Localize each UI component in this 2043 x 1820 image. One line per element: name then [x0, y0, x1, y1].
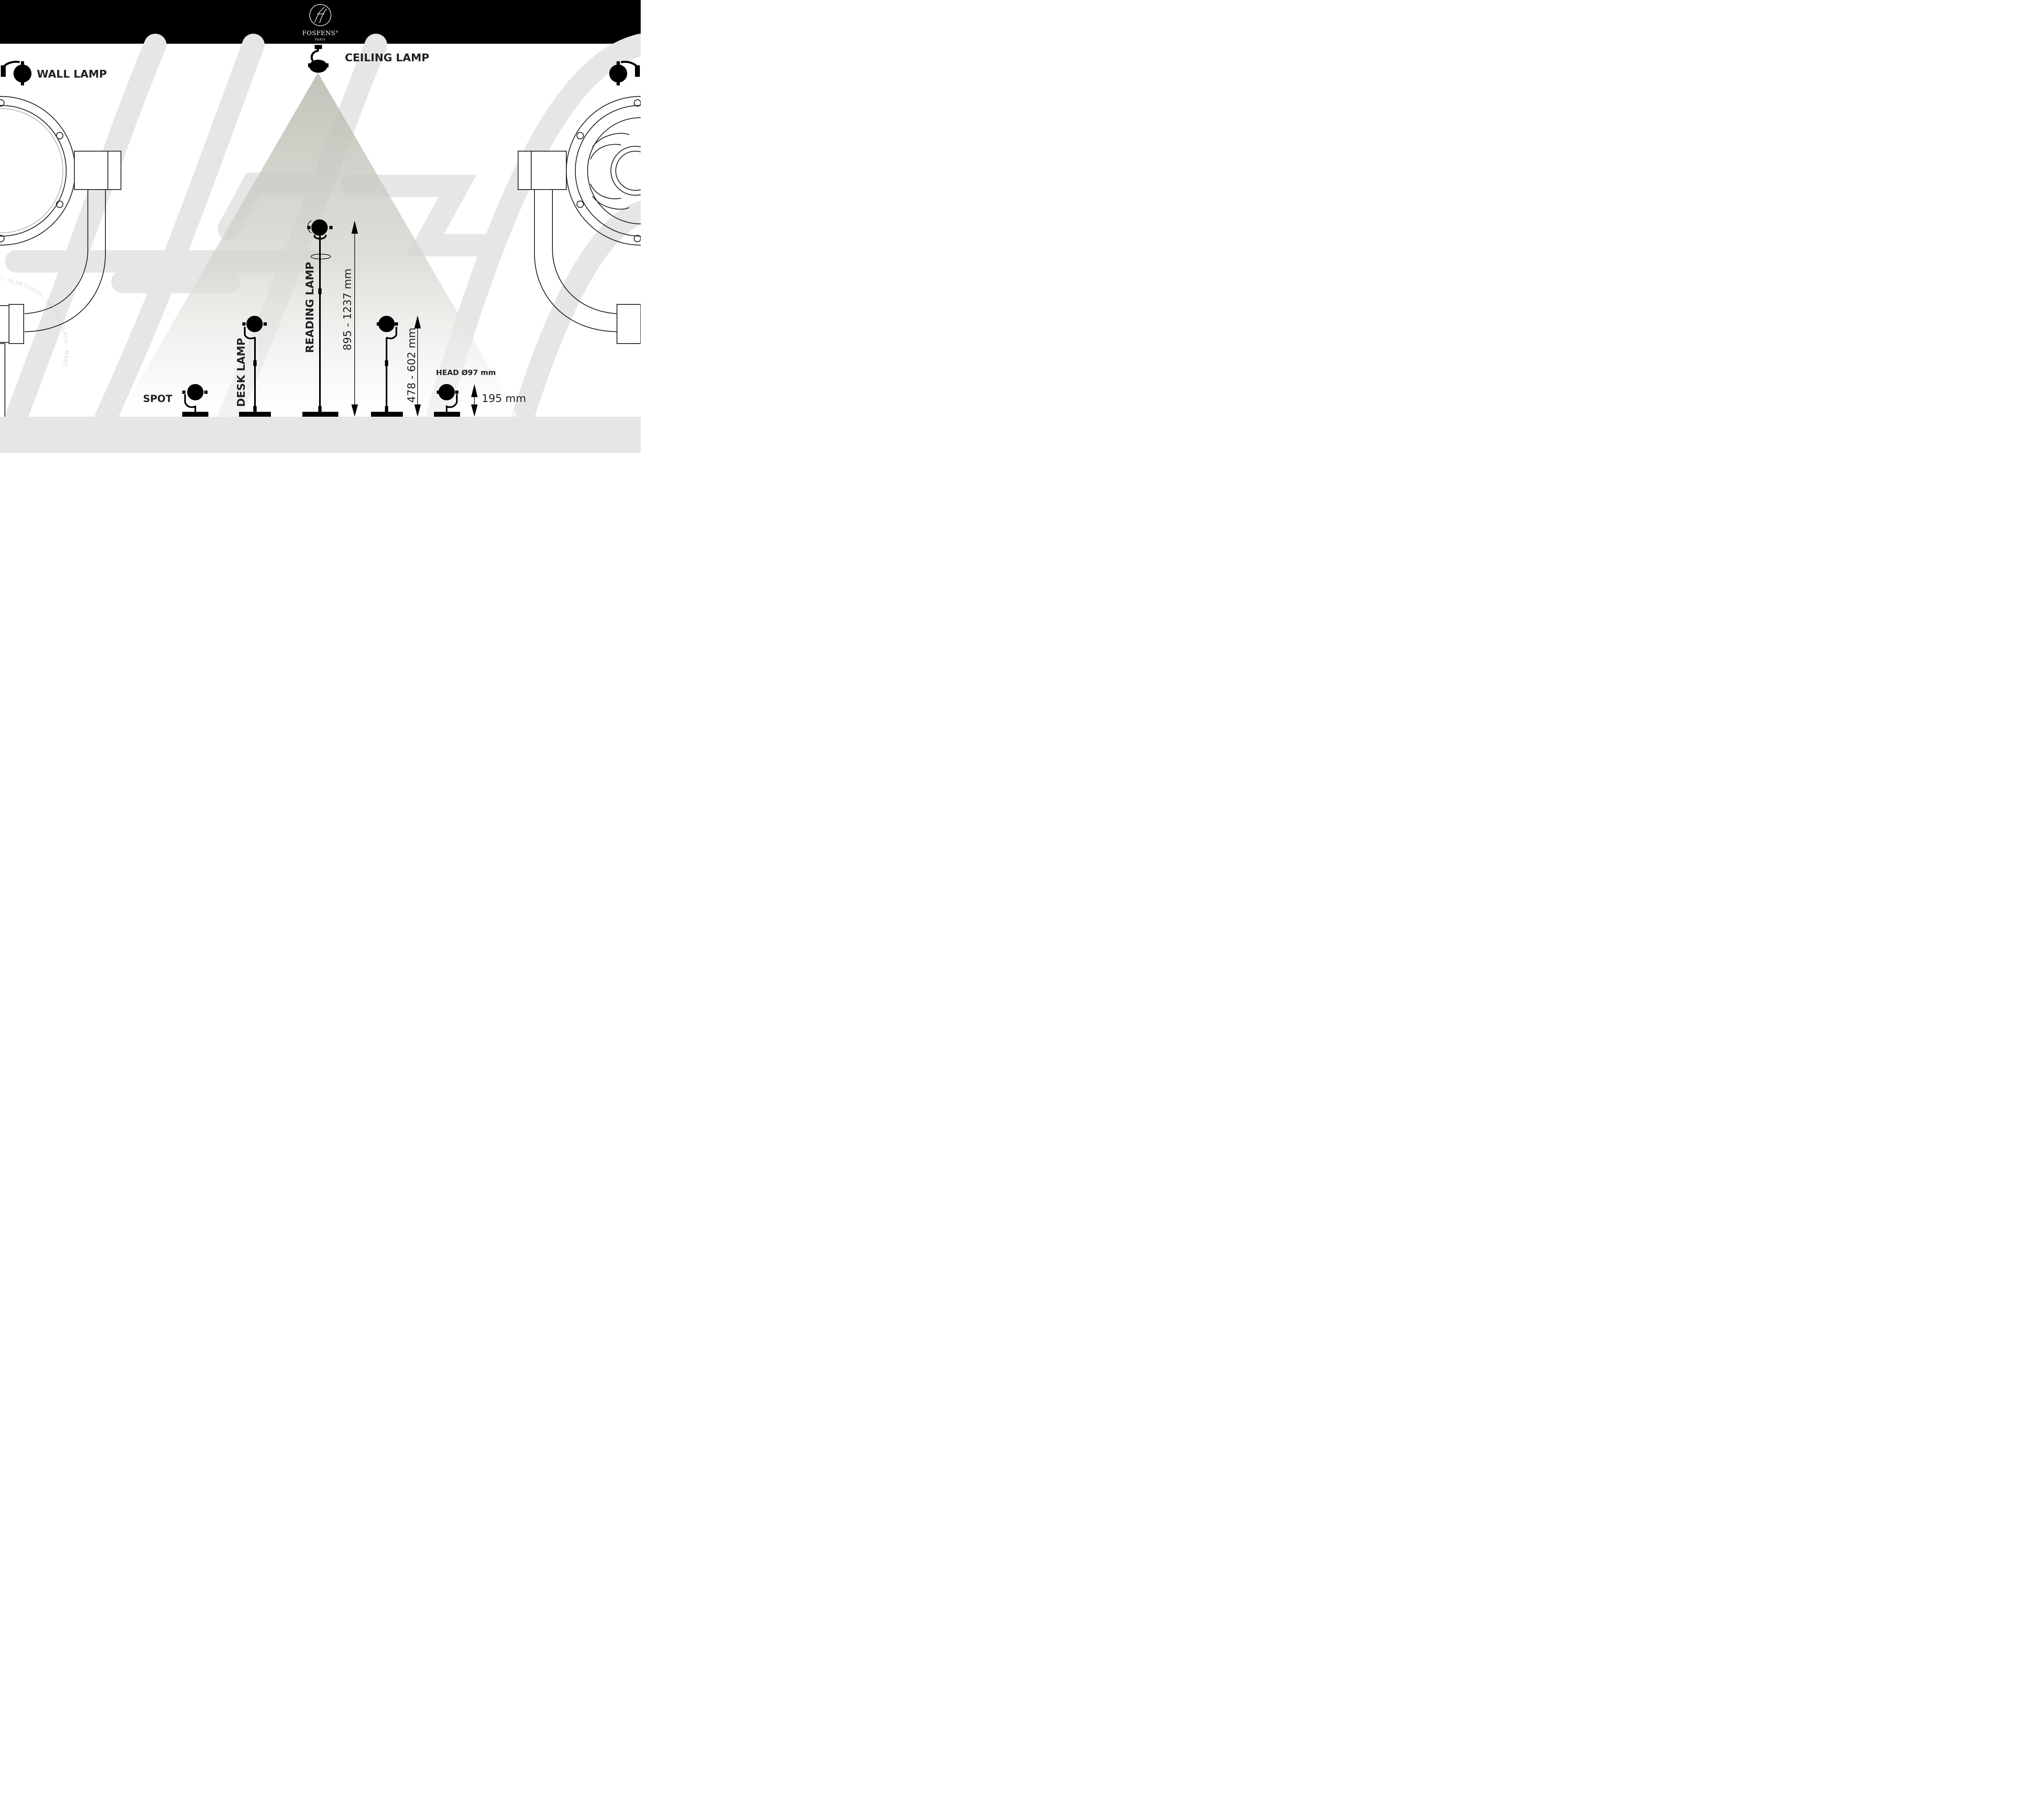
reading-height-dimension: 895 - 1237 mm [342, 268, 354, 351]
reading-lamp-icon [302, 219, 338, 417]
ceiling-lamp-label: CEILING LAMP [345, 52, 429, 64]
wall-lamp-icon-right [609, 60, 640, 85]
spot-label: SPOT [143, 393, 172, 404]
spot-lamp-icon [182, 384, 208, 417]
dimension-arrow-spot [471, 384, 478, 417]
diagram-graphics: FOSFENS · MAGICEYE · BLUETOOTH · OPTICAL… [0, 0, 641, 453]
header-bar [0, 0, 641, 44]
product-lineup-diagram: FOSFENS · MAGICEYE · BLUETOOTH · OPTICAL… [0, 0, 641, 453]
wall-lamp-icon-left [1, 60, 31, 85]
desk-lamp-icon [239, 316, 271, 417]
ceiling-lamp-icon [308, 45, 329, 73]
desk-lamp-icon-2 [371, 316, 403, 417]
brand-name: FOSFENS® [302, 29, 339, 37]
brand-monogram-icon [309, 4, 331, 26]
wall-lamp-label: WALL LAMP [37, 68, 107, 80]
desk-lamp-label: DESK LAMP [235, 338, 248, 407]
light-cone [118, 73, 518, 417]
head-lamp-icon [434, 384, 460, 417]
wall-lamp-outline-left [0, 96, 121, 417]
wall-lamp-outline-right [518, 96, 641, 344]
dimension-arrow-desk [414, 315, 421, 417]
head-diameter-label: HEAD Ø97 mm [436, 368, 496, 377]
reading-lamp-label: READING LAMP [304, 262, 316, 353]
floor-strip [0, 417, 641, 453]
desk-height-dimension: 478 - 602 mm [406, 327, 418, 403]
dimension-arrow-reading [351, 221, 358, 417]
spot-height-dimension: 195 mm [482, 393, 526, 405]
brand-subtitle: PARIS [315, 38, 326, 41]
